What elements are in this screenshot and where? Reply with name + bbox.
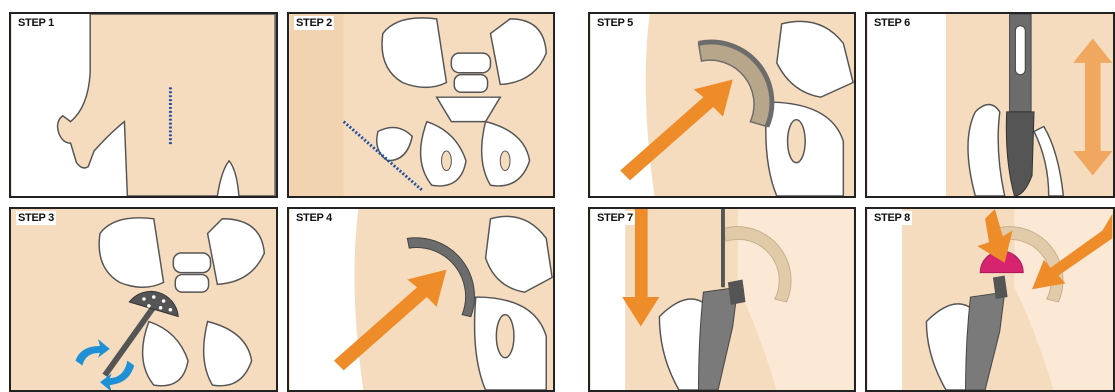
vertebra-1 [173, 253, 210, 273]
step-6-illustration [867, 14, 1113, 196]
step-4-panel: STEP 4 [287, 207, 555, 392]
step-3-label: STEP 3 [16, 211, 56, 225]
step-1-illustration [11, 14, 276, 196]
step-2-illustration [289, 14, 553, 196]
step-8-panel: STEP 8 [865, 207, 1115, 392]
step-1-panel: STEP 1 [9, 12, 278, 198]
step-6-panel: STEP 6 [865, 12, 1115, 198]
left-thigh-shading [290, 14, 344, 196]
step-6-label: STEP 6 [872, 16, 912, 30]
step-5-label: STEP 5 [595, 16, 635, 30]
vertebra-1 [451, 53, 490, 73]
step-1-label: STEP 1 [16, 16, 56, 30]
rasp-handle-slot [1015, 26, 1025, 75]
step-7-illustration [590, 209, 854, 390]
femur-bone-left [968, 105, 1005, 196]
step-8-illustration [867, 209, 1113, 390]
step-3-panel: STEP 3 [9, 207, 278, 392]
step-2-label: STEP 2 [294, 16, 334, 30]
foramen-right [500, 151, 510, 171]
foramen-left [442, 151, 452, 171]
vertebra-2 [175, 275, 208, 293]
foramen [496, 315, 514, 358]
step-3-illustration [11, 209, 276, 390]
vertebra-2 [454, 75, 487, 93]
background-area [868, 14, 946, 196]
step-4-illustration [289, 209, 553, 390]
foramen [788, 120, 806, 163]
step-7-panel: STEP 7 [588, 207, 856, 392]
stem-neck [728, 279, 746, 304]
step-4-label: STEP 4 [294, 211, 334, 225]
step-5-panel: STEP 5 [588, 12, 856, 198]
step-8-label: STEP 8 [872, 211, 912, 225]
step-5-illustration [590, 14, 854, 196]
step-2-panel: STEP 2 [287, 12, 555, 198]
step-7-label: STEP 7 [595, 211, 635, 225]
